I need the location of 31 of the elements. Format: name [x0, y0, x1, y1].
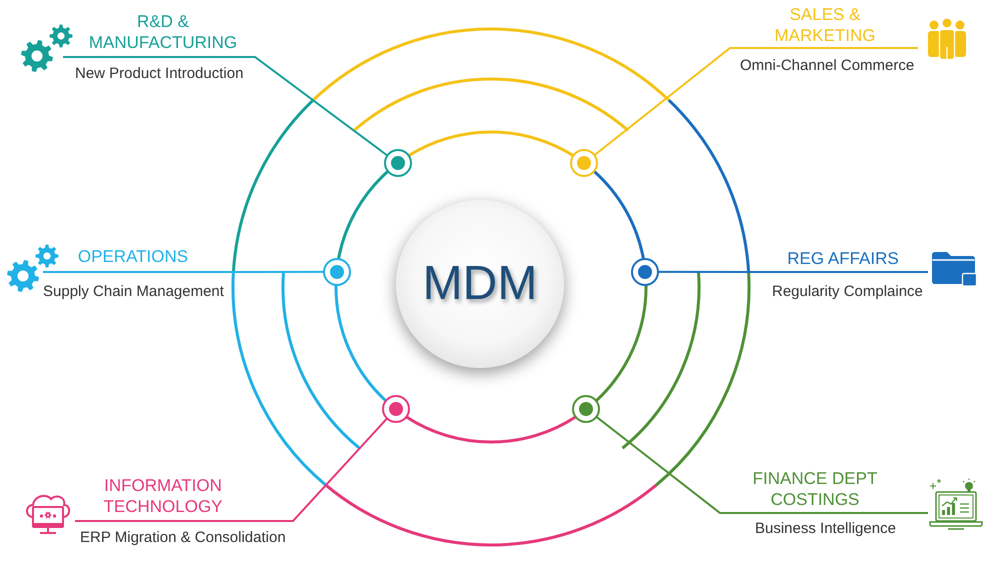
department-heading: OPERATIONS [76, 246, 190, 267]
leader-line [594, 47, 918, 156]
department-heading: REG AFFAIRS [786, 248, 900, 269]
leader-line [63, 56, 388, 156]
department-subtitle: Omni-Channel Commerce [740, 57, 914, 75]
department-heading: R&D & MANUFACTURING [88, 11, 238, 53]
leader-line [43, 270, 324, 273]
ring-segment [334, 284, 387, 402]
hub-label: MDM [422, 260, 538, 308]
junction-dot [384, 149, 412, 178]
leader-line [75, 418, 388, 522]
junction-dot [570, 149, 598, 178]
department-subtitle: New Product Introduction [75, 65, 244, 83]
ring-segment [408, 130, 574, 158]
department-subtitle: ERP Migration & Consolidation [80, 529, 286, 547]
leader-line [658, 270, 928, 273]
ring-segment [337, 170, 389, 260]
ring-segment [595, 284, 648, 402]
department-subtitle: Business Intelligence [755, 520, 896, 538]
department-heading: SALES & MARKETING [773, 4, 877, 46]
ring-segment [405, 415, 577, 444]
leader-line [596, 416, 928, 514]
ring-segment [593, 170, 645, 260]
department-subtitle: Supply Chain Management [43, 283, 224, 301]
junction-dot [631, 258, 660, 286]
junction-dot [382, 395, 410, 424]
department-heading: FINANCE DEPT COSTINGS [752, 468, 878, 510]
junction-dot [322, 258, 351, 286]
department-subtitle: Regularity Complaince [772, 283, 923, 301]
junction-dot [572, 395, 600, 424]
department-heading: INFORMATION TECHNOLOGY [102, 475, 224, 517]
